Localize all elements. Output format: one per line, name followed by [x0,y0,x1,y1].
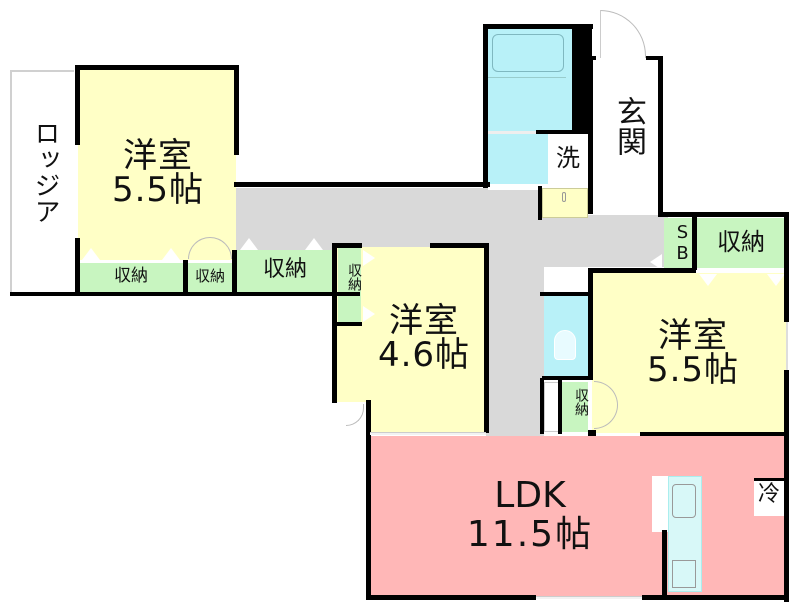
window-line [370,432,486,435]
wall [588,58,593,214]
shoe-box-label: SB [672,222,693,264]
faucet-icon [562,192,566,202]
bathtub-icon [492,34,564,72]
wall [692,212,697,270]
entrance-door-swing [600,10,646,58]
wall [542,376,590,380]
wall [234,182,490,187]
closet-door-marker [82,248,100,260]
western-room-east [592,273,786,433]
bathroom [486,28,574,132]
hallway-east [540,215,668,267]
wall [75,65,239,70]
closet-door-marker [363,306,375,322]
ldk-size: 11.5帖 [466,514,594,555]
sink-icon [672,484,696,518]
western-room-nw [78,68,236,260]
bath-door-line [486,131,536,134]
shoe-box [664,218,692,268]
wall [483,24,488,188]
closet-toilet [562,382,588,432]
ldk [369,436,785,599]
wall [658,212,788,217]
western-room-nw-size: 5.5帖 [111,170,205,210]
entrance [594,58,660,210]
wall [183,260,188,294]
sb-door-marker [650,254,662,270]
ldk-name: LDK [494,475,566,516]
western-room-east-size: 5.5帖 [646,350,740,390]
closet-nw-large-label: 収納 [114,266,148,286]
wall [658,56,663,214]
closet-door-marker [240,238,258,250]
washroom-area [486,134,548,184]
wall [366,595,536,600]
closet-nw-small [188,261,232,293]
closet-nw-large [79,261,183,293]
closet-hall [236,250,334,293]
wall [640,432,788,436]
bathtub-edge [486,77,566,78]
refrigerator-label: 冷 [757,482,780,507]
wall [484,243,489,433]
wall [590,56,596,60]
wall [538,186,542,220]
kitchen-counter [652,476,668,532]
closet-door-marker [767,274,785,286]
wall [784,212,789,322]
washroom-label: 洗 [556,144,580,172]
wall [784,370,789,602]
closet-nw-small-label: 収納 [194,267,225,285]
wall [334,243,362,248]
western-room-center-size: 4.6帖 [377,335,471,375]
kitchen-unit [668,476,702,592]
closet-door-marker [305,238,323,250]
closet-east-label: 収納 [717,228,765,256]
hallway-toilet-side [540,265,544,435]
closet-center-vertical-fill [338,248,361,323]
closet-hall-label: 収納 [262,257,307,282]
entrance-label: 玄関 [611,96,646,156]
loggia [10,70,74,296]
western-room-nw-name: 洋室 [123,136,193,176]
wall [536,130,578,134]
wall [75,238,80,296]
western-room-center-name: 洋室 [389,301,459,341]
wall [234,65,239,155]
window-line [536,596,642,599]
wall [336,322,362,326]
wall [10,292,360,296]
loggia-label: ロッジア [30,120,60,224]
closet-door-marker [699,274,717,286]
wall [646,56,662,60]
wall [588,430,596,436]
hallway-center [486,190,544,438]
refrigerator [754,478,784,516]
wall [75,65,80,145]
wall [366,400,371,600]
wall [662,530,667,598]
wall [588,268,696,273]
stove-icon [672,560,696,588]
wall [572,24,592,134]
washroom [548,134,588,184]
wall [540,292,592,296]
closet-east [697,218,785,268]
wall [642,595,788,600]
wall [232,250,237,294]
hallway-west [236,188,488,250]
toilet-icon [554,330,576,360]
closet-door-marker [363,250,375,266]
wall [430,243,488,248]
wall [588,268,593,380]
western-room-east-name: 洋室 [658,316,728,356]
wall [558,378,562,434]
closet-toilet-label: 収納 [573,388,589,416]
wall [540,378,544,434]
closet-door-marker [162,248,180,260]
closet-center-vertical-label2: 収納 [346,263,362,291]
wall [483,24,593,29]
wall [332,243,337,403]
window-line [786,322,788,370]
